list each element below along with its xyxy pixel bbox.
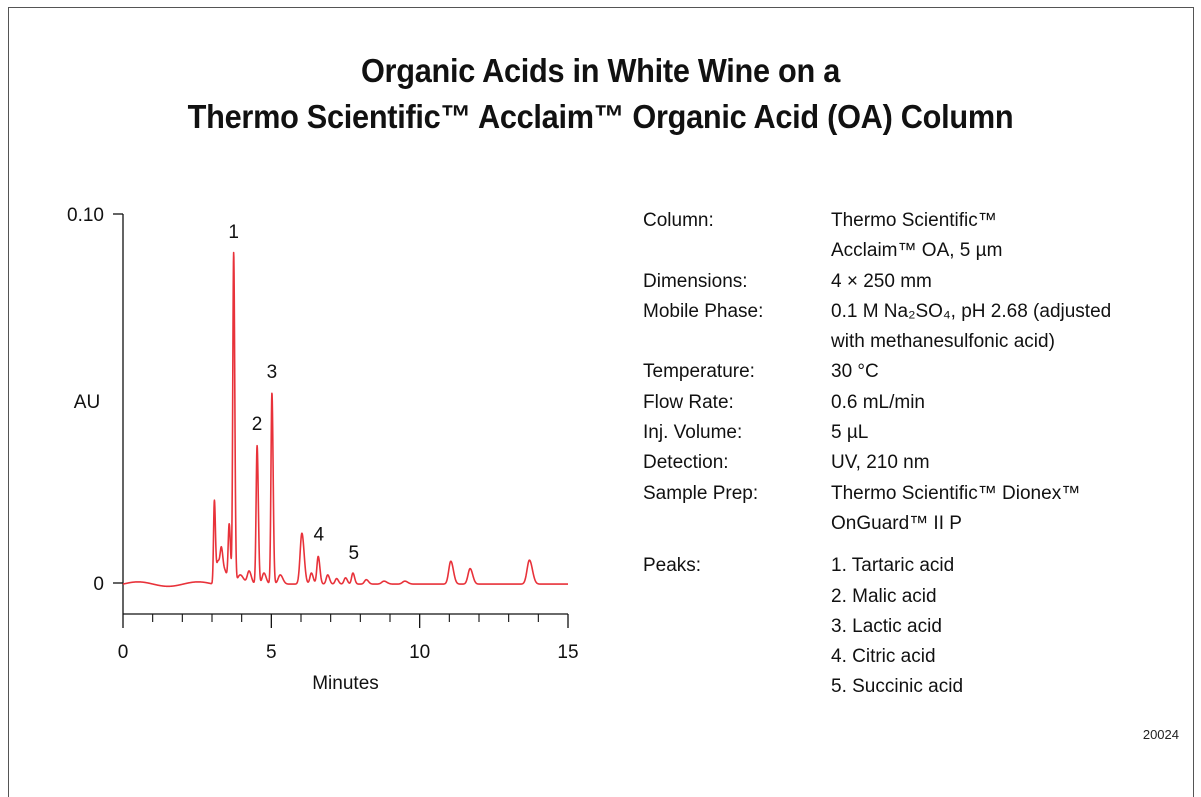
peak-item: 5. Succinic acid (831, 676, 964, 698)
condition-value: Thermo Scientific™ Acclaim™ OA, 5 µm (831, 206, 1183, 267)
chart-axes (122, 214, 568, 615)
title-line-2: Thermo Scientific™ Acclaim™ Organic Acid… (187, 98, 1014, 135)
peak-item: 2. Malic acid (831, 585, 937, 607)
condition-value-line: 0.6 mL/min (831, 391, 925, 413)
condition-row: Column: Thermo Scientific™ Acclaim™ OA, 5 … (643, 206, 1183, 267)
condition-value: 0.6 mL/min (831, 388, 1183, 418)
condition-label: Temperature: (643, 361, 755, 383)
condition-value-line: 30 °C (831, 361, 879, 383)
condition-value: UV, 210 nm (831, 448, 1183, 478)
figure-title: Organic Acids in White Wine on a Thermo … (42, 48, 1159, 140)
chromatogram-chart: 0 5 10 15 0 0.10 1 2 3 4 5 Minutes AU (67, 205, 579, 694)
peak-label: 2 (252, 414, 263, 435)
condition-value-line: 0.1 M Na₂SO₄, pH 2.68 (adjusted (831, 300, 1112, 322)
condition-value: 0.1 M Na₂SO₄, pH 2.68 (adjusted with meth… (831, 297, 1183, 358)
peaks-label: Peaks: (643, 555, 702, 577)
peak-label: 1 (228, 222, 239, 243)
condition-label: Detection: (643, 452, 729, 474)
peak-label: 5 (349, 543, 360, 564)
y-tick-label: 0.10 (67, 205, 104, 226)
condition-value-line: Thermo Scientific™ Dionex™ (831, 482, 1081, 504)
x-axis-label: Minutes (312, 673, 379, 694)
peak-item: 1. Tartaric acid (831, 555, 955, 577)
x-tick-label: 5 (266, 642, 277, 663)
condition-value: 4 × 250 mm (831, 267, 1183, 297)
condition-value: Thermo Scientific™ Dionex™ OnGuard™ II P (831, 479, 1183, 540)
title-line-1: Organic Acids in White Wine on a (360, 52, 841, 89)
chromatogram-trace (122, 251, 569, 588)
condition-value-line: 5 µL (831, 422, 869, 444)
condition-row: Detection: UV, 210 nm (643, 448, 1183, 478)
condition-row: Sample Prep: Thermo Scientific™ Dionex™ On… (643, 479, 1183, 540)
figure-code: 20024 (1142, 727, 1179, 742)
x-tick-label: 0 (118, 642, 129, 663)
condition-value: 5 µL (831, 418, 1183, 448)
condition-value-line: Thermo Scientific™ (831, 210, 997, 231)
peak-label: 4 (314, 525, 325, 546)
peak-item: 3. Lactic acid (831, 615, 942, 637)
peak-labels: 1 2 3 4 5 (228, 222, 359, 564)
condition-row: Mobile Phase: 0.1 M Na₂SO₄, pH 2.68 (adju… (643, 297, 1183, 358)
condition-row: Inj. Volume: 5 µL (643, 418, 1183, 448)
x-tick-label: 15 (557, 642, 578, 663)
condition-value-line: OnGuard™ II P (831, 512, 962, 534)
figure-frame (8, 7, 1194, 797)
peak-item: 4. Citric acid (831, 646, 936, 668)
condition-value-line: UV, 210 nm (831, 452, 930, 474)
condition-value: 30 °C (831, 357, 1183, 387)
condition-label: Column: (643, 210, 714, 231)
condition-label: Dimensions: (643, 270, 748, 292)
condition-value-line: with methanesulfonic acid) (831, 331, 1055, 353)
peak-label: 3 (267, 362, 278, 383)
peaks-block: Peaks: 1. Tartaric acid 2. Malic acid 3. L… (643, 551, 1183, 702)
y-axis-label: AU (74, 392, 100, 413)
y-tick-label: 0 (93, 574, 104, 595)
chromatography-conditions: Column: Thermo Scientific™ Acclaim™ OA, 5 … (643, 206, 1183, 703)
condition-label: Sample Prep: (643, 482, 759, 504)
condition-row: Temperature: 30 °C (643, 357, 1183, 387)
condition-label: Inj. Volume: (643, 422, 743, 444)
condition-label: Flow Rate: (643, 391, 734, 413)
condition-label: Mobile Phase: (643, 300, 764, 322)
condition-value-line: Acclaim™ OA, 5 µm (831, 240, 1003, 262)
x-tick-label: 10 (409, 642, 430, 663)
condition-row: Flow Rate: 0.6 mL/min (643, 388, 1183, 418)
peak-list: 1. Tartaric acid 2. Malic acid 3. Lactic a… (831, 551, 1183, 702)
condition-row: Dimensions: 4 × 250 mm (643, 267, 1183, 297)
condition-value-line: 4 × 250 mm (831, 270, 932, 292)
